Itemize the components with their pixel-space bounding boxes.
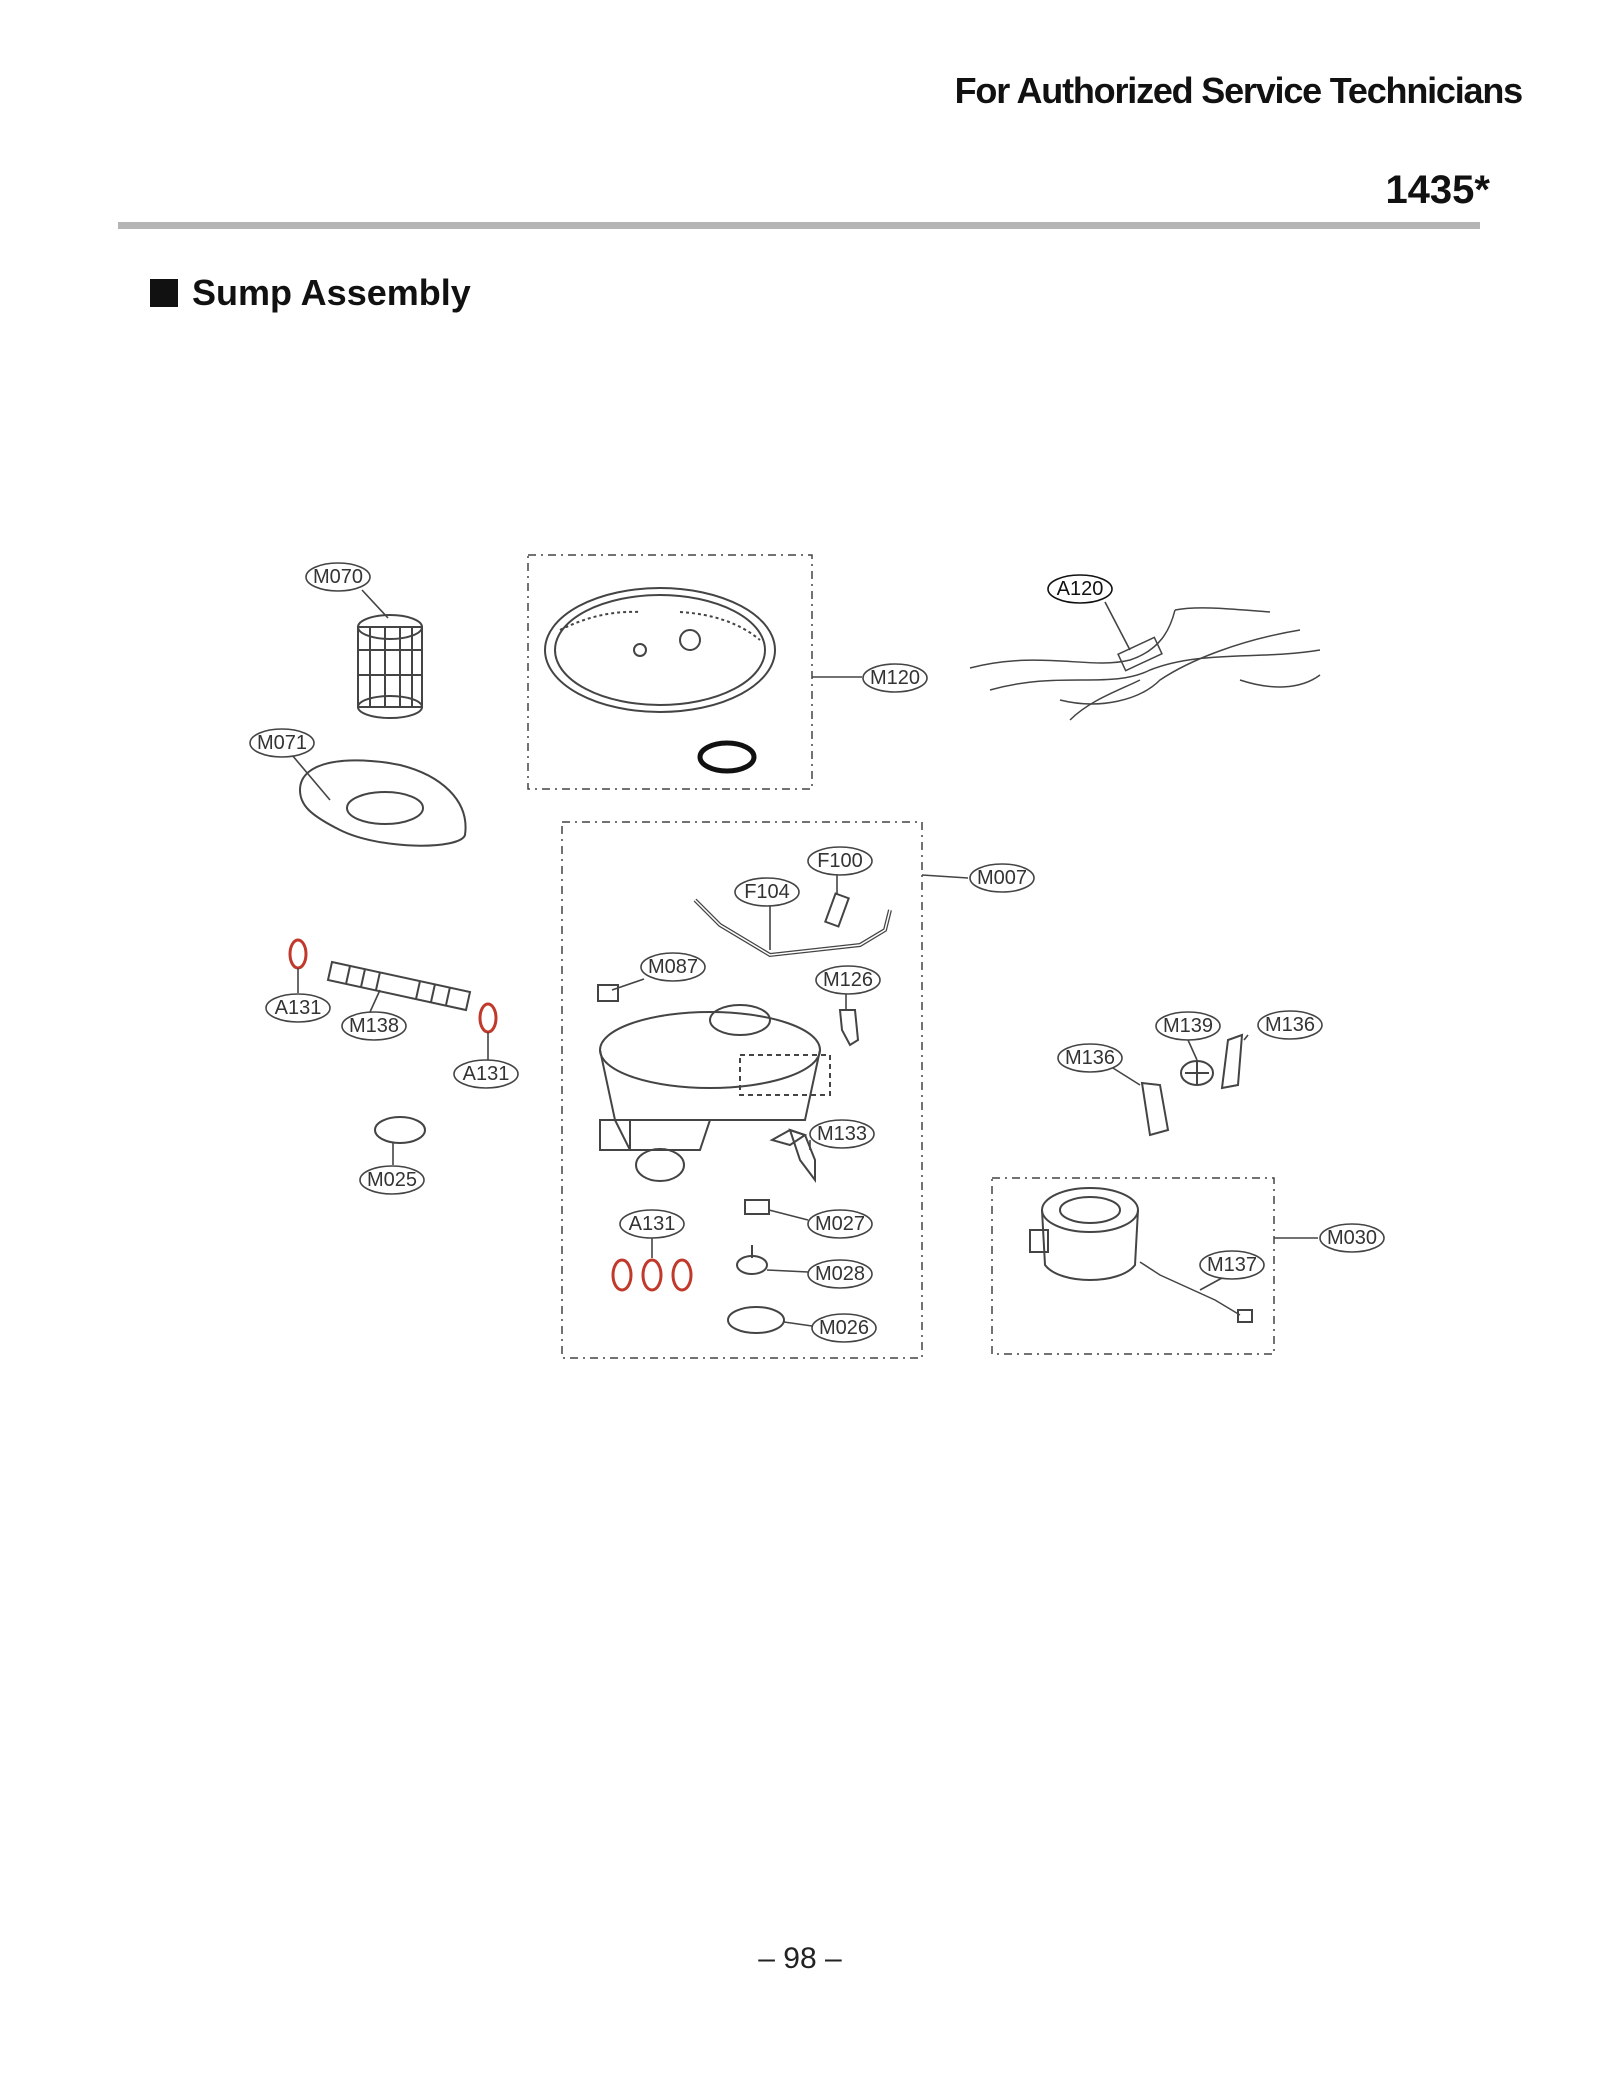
callout-M126: M126 <box>823 969 873 991</box>
callout-M007: M007 <box>977 867 1027 889</box>
o-ring-set-part <box>611 1258 693 1292</box>
bracket-part <box>838 1009 860 1047</box>
callout-M087: M087 <box>648 956 698 978</box>
gear-part <box>1180 1060 1214 1086</box>
group-box-motor <box>991 1177 1275 1355</box>
drain-pump-part <box>727 1306 785 1334</box>
callout-F100: F100 <box>817 850 863 872</box>
o-ring-right-part <box>478 1002 498 1034</box>
group-box-sump <box>561 821 923 1359</box>
wash-motor-part <box>1029 1187 1139 1281</box>
callout-M120: M120 <box>870 667 920 689</box>
square-bullet-icon <box>150 279 178 307</box>
callout-M070: M070 <box>313 566 363 588</box>
callout-A131-center: A131 <box>629 1213 676 1235</box>
callout-M025: M025 <box>367 1169 417 1191</box>
callout-M136-b: M136 <box>1265 1014 1315 1036</box>
callout-A120: A120 <box>1057 578 1104 600</box>
callout-F104: F104 <box>744 881 790 903</box>
header-divider <box>118 222 1480 229</box>
callout-M136-a: M136 <box>1065 1047 1115 1069</box>
callout-A131-left: A131 <box>275 997 322 1019</box>
callout-M137: M137 <box>1207 1254 1257 1276</box>
sensor-clip-part <box>597 984 619 1002</box>
hose-fitting-part <box>824 892 850 928</box>
callout-M027: M027 <box>815 1213 865 1235</box>
link-bracket-a-part <box>1140 1081 1170 1137</box>
wire-harness-part <box>969 607 1321 721</box>
spray-arm-shaft-part <box>326 960 472 1012</box>
callout-M030: M030 <box>1327 1227 1377 1249</box>
callout-M139: M139 <box>1163 1015 1213 1037</box>
spray-disc-part <box>544 587 776 713</box>
callout-M138: M138 <box>349 1015 399 1037</box>
model-number: 1435* <box>1385 168 1490 212</box>
callout-M071: M071 <box>257 732 307 754</box>
section-heading: Sump Assembly <box>150 272 471 314</box>
group-box-filter-plate <box>527 554 813 790</box>
callout-M028: M028 <box>815 1263 865 1285</box>
fine-filter-plate-part <box>298 759 467 847</box>
sump-housing-part <box>599 1004 831 1182</box>
header-title: For Authorized Service Technicians <box>954 70 1524 111</box>
sensor-wire-part <box>1139 1261 1241 1316</box>
filter-cylinder-part <box>357 614 423 719</box>
callout-M133: M133 <box>817 1123 867 1145</box>
cap-part <box>374 1116 426 1144</box>
page-number: – 98 – <box>758 1942 842 1975</box>
switch-part <box>744 1199 770 1215</box>
callout-M026: M026 <box>819 1317 869 1339</box>
callout-A131-right: A131 <box>463 1063 510 1085</box>
section-title: Sump Assembly <box>192 272 471 313</box>
link-bracket-b-part <box>1220 1033 1244 1090</box>
gasket-ring-part <box>697 740 757 774</box>
pressure-sensor-part <box>736 1245 768 1275</box>
o-ring-left-part <box>288 938 308 970</box>
